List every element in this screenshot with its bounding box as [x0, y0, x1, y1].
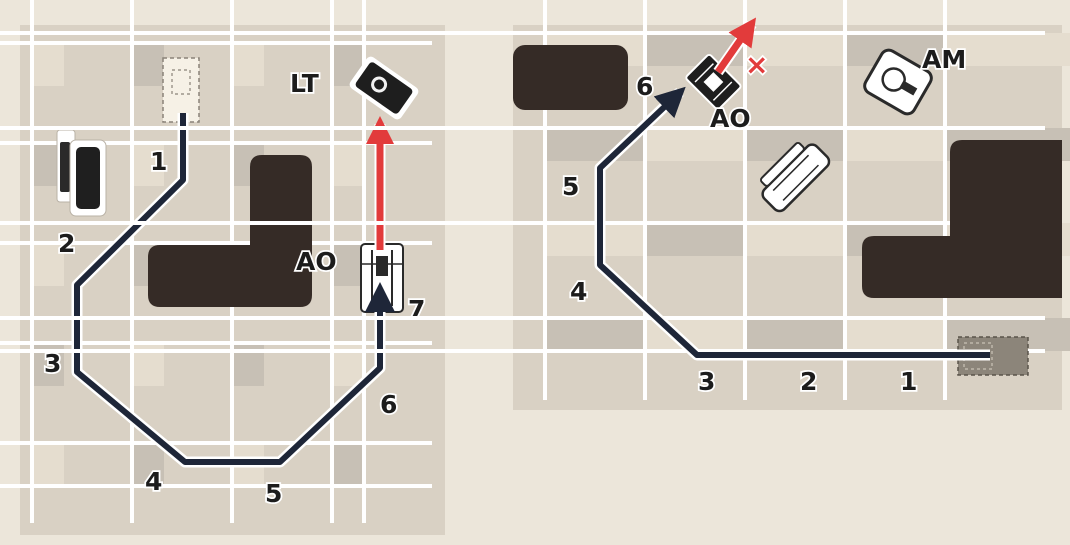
move-label-5: 5	[265, 479, 282, 508]
board-square	[332, 243, 364, 286]
left-board: LT AO 1 2 3 4 5 6 7	[0, 0, 445, 535]
piece-label-lt: LT	[290, 69, 319, 98]
move-label-right-1: 1	[900, 367, 917, 396]
board-square	[32, 43, 64, 86]
piece-label-am: AM	[922, 45, 966, 74]
move-label-right-6: 6	[636, 72, 653, 101]
move-label-right-3: 3	[698, 367, 715, 396]
move-label-2: 2	[58, 229, 75, 258]
board-square	[132, 43, 164, 86]
piece-label-ao-right: AO	[710, 104, 751, 133]
blocked-marker: ×	[745, 48, 768, 81]
move-label-3: 3	[44, 349, 61, 378]
obstacle-top-left	[513, 45, 628, 110]
board-square	[332, 143, 364, 186]
move-label-right-2: 2	[800, 367, 817, 396]
move-label-6: 6	[380, 390, 397, 419]
piece-label-ao: AO	[296, 247, 337, 276]
board-square	[32, 443, 64, 486]
board-square	[332, 443, 364, 486]
move-label-right-4: 4	[570, 277, 587, 306]
move-label-4: 4	[145, 467, 162, 496]
move-label-1: 1	[150, 147, 167, 176]
ghost-start-vehicle-icon	[163, 58, 199, 122]
move-label-right-5: 5	[562, 172, 579, 201]
board-square	[232, 43, 264, 86]
